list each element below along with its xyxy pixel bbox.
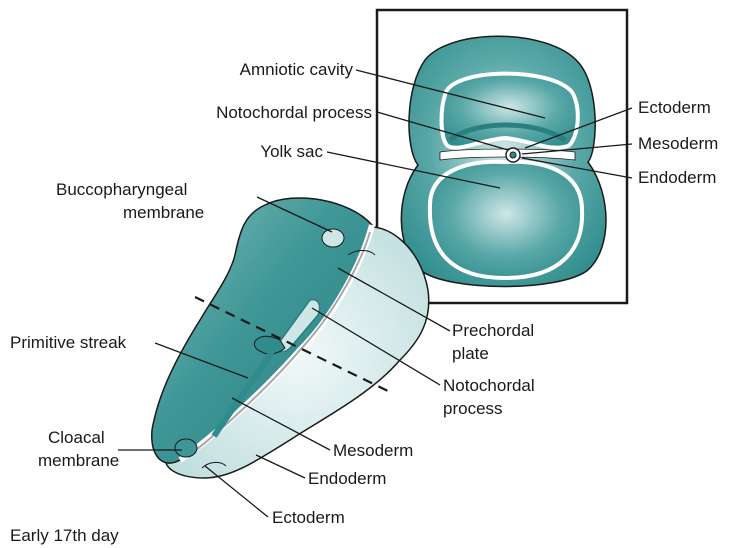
- leader-ectoderm-disc: [205, 466, 268, 517]
- yolk-sac-shape: [430, 162, 582, 278]
- label-ectoderm-inset: Ectoderm: [638, 98, 711, 117]
- figure-caption: Early 17th day: [10, 526, 119, 545]
- label-notochordal-line2: process: [443, 399, 503, 418]
- label-yolk-sac: Yolk sac: [260, 142, 323, 161]
- label-ectoderm-disc: Ectoderm: [272, 508, 345, 527]
- label-mesoderm-disc: Mesoderm: [333, 441, 413, 460]
- embryonic-disc: [152, 198, 429, 478]
- buccopharyngeal-membrane-shape: [322, 229, 344, 247]
- label-notochordal-line1: Notochordal: [443, 376, 535, 395]
- label-primitive-streak: Primitive streak: [10, 333, 127, 352]
- label-mesoderm-inset: Mesoderm: [638, 134, 718, 153]
- label-prechordal-line2: plate: [452, 344, 489, 363]
- label-buccopharyngeal-line1: Buccopharyngeal: [56, 180, 187, 199]
- label-cloacal-line1: Cloacal: [48, 428, 105, 447]
- label-notochordal-process-inset: Notochordal process: [216, 103, 372, 122]
- notochord-core: [510, 152, 516, 158]
- label-endoderm-disc: Endoderm: [308, 469, 386, 488]
- cloacal-membrane-shape: [175, 439, 197, 457]
- leader-endoderm-disc: [256, 455, 305, 478]
- label-prechordal-line1: Prechordal: [452, 321, 534, 340]
- label-endoderm-inset: Endoderm: [638, 168, 716, 187]
- label-buccopharyngeal-line2: membrane: [123, 203, 204, 222]
- label-amniotic-cavity: Amniotic cavity: [240, 60, 354, 79]
- label-cloacal-line2: membrane: [38, 451, 119, 470]
